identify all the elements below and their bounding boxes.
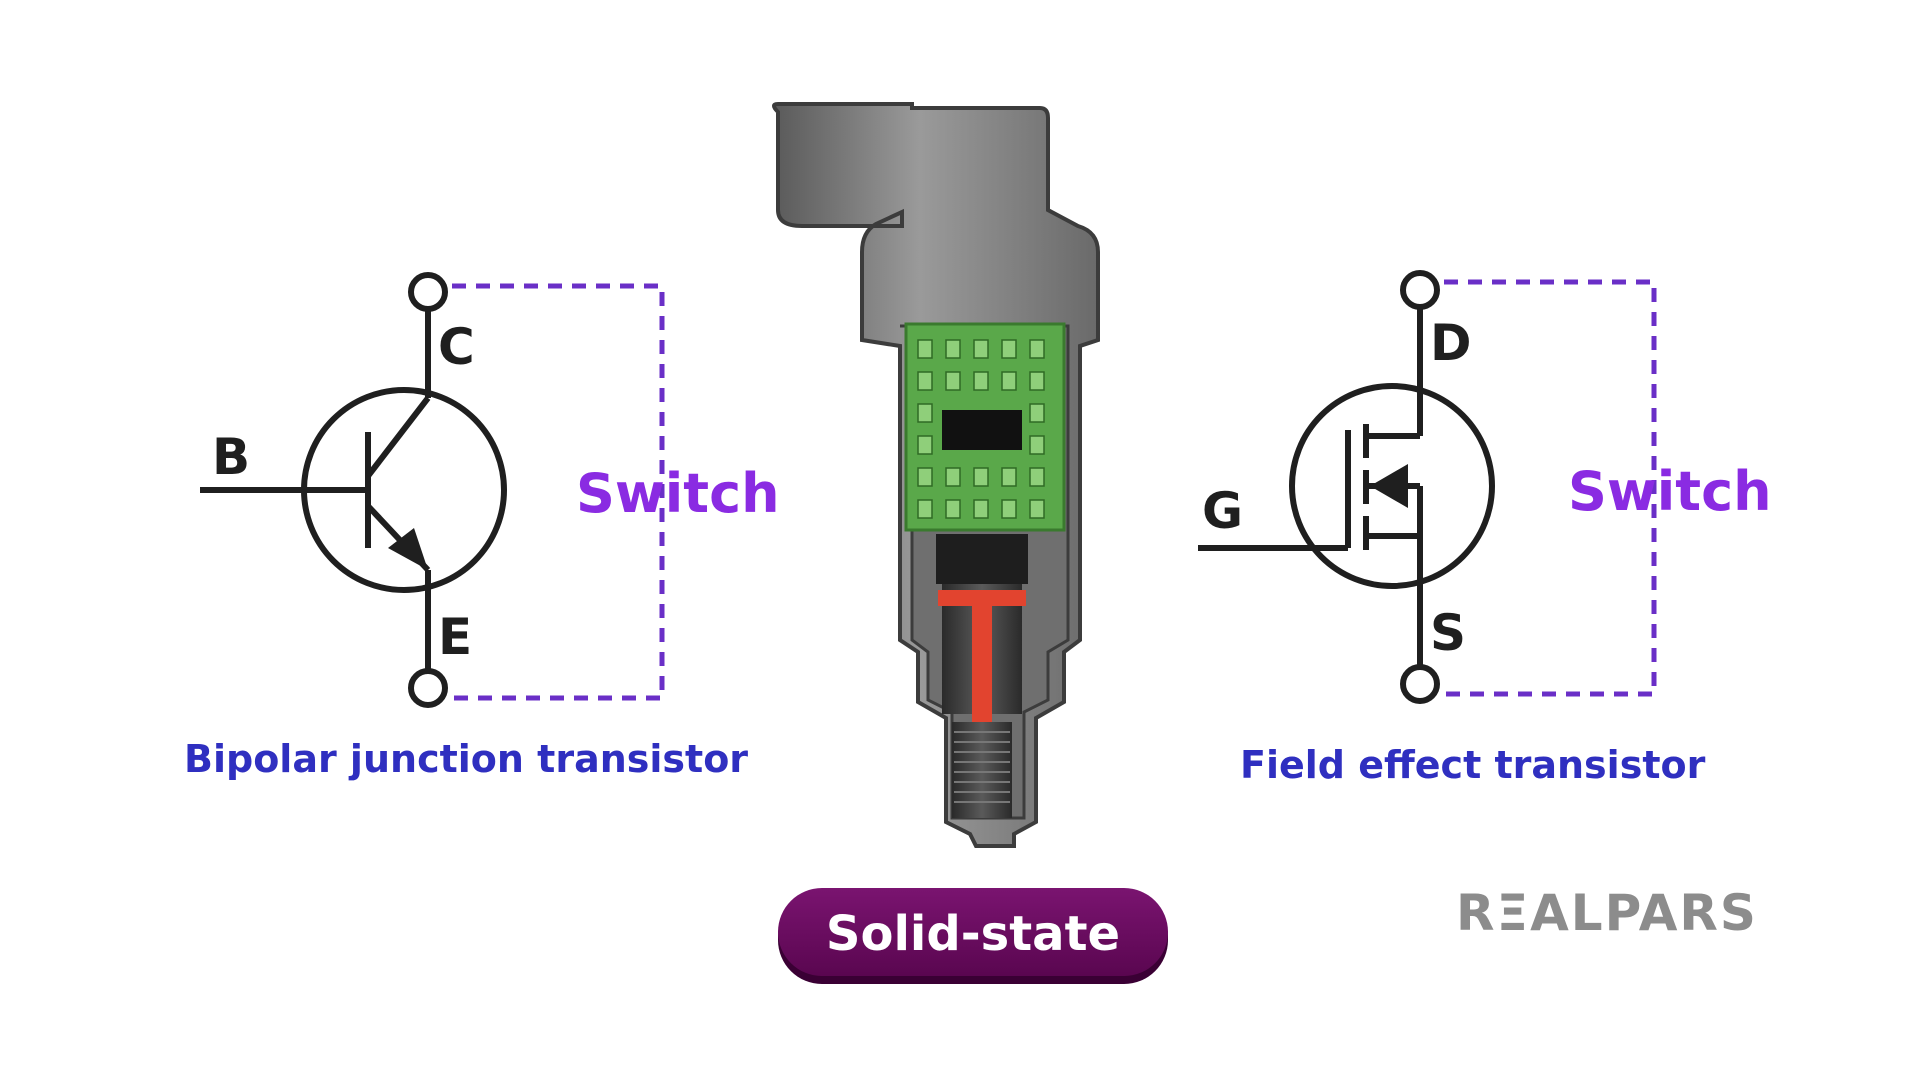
fet-body-circle	[1289, 383, 1495, 589]
bjt-caption: Bipolar junction transistor	[184, 737, 748, 781]
bjt-emitter-label: E	[438, 608, 472, 666]
fet-switch-label: Switch	[1568, 460, 1772, 523]
sensor-top-block	[936, 534, 1028, 584]
thread-lines	[954, 731, 1010, 803]
sensor-diaphragm	[938, 590, 1026, 606]
fet-source-node	[1400, 664, 1440, 704]
bjt-switch-dashed-loop	[452, 283, 665, 701]
pcb-components	[917, 339, 1045, 519]
bjt-switch-label: Switch	[576, 462, 780, 525]
bjt-symbol	[200, 272, 507, 708]
fet-body-arrow-icon	[1370, 464, 1408, 508]
bjt-collector-label: C	[438, 318, 475, 376]
bjt-emitter-arrow-icon	[388, 528, 428, 570]
fet-source-label: S	[1430, 604, 1466, 662]
fet-switch-dashed-loop	[1444, 279, 1657, 697]
solid-state-badge: Solid-state	[778, 888, 1168, 984]
sensor-stem	[972, 606, 992, 722]
pcb-chip	[942, 410, 1022, 450]
realpars-logo: RΞALPARS	[1456, 884, 1758, 942]
solid-state-badge-label: Solid-state	[826, 906, 1120, 962]
fet-drain-node	[1400, 270, 1440, 310]
device-threaded-fitting	[952, 722, 1012, 818]
fet-gate-label: G	[1202, 482, 1243, 540]
bjt-collector-node	[408, 272, 448, 312]
bjt-base-label: B	[212, 428, 250, 486]
solid-state-device-illustration	[772, 102, 1100, 848]
fet-symbol	[1198, 270, 1495, 704]
fet-drain-label: D	[1430, 314, 1472, 372]
bjt-emitter-node	[408, 668, 448, 708]
fet-caption: Field effect transistor	[1240, 743, 1706, 787]
bjt-collector-diagonal	[365, 396, 431, 478]
